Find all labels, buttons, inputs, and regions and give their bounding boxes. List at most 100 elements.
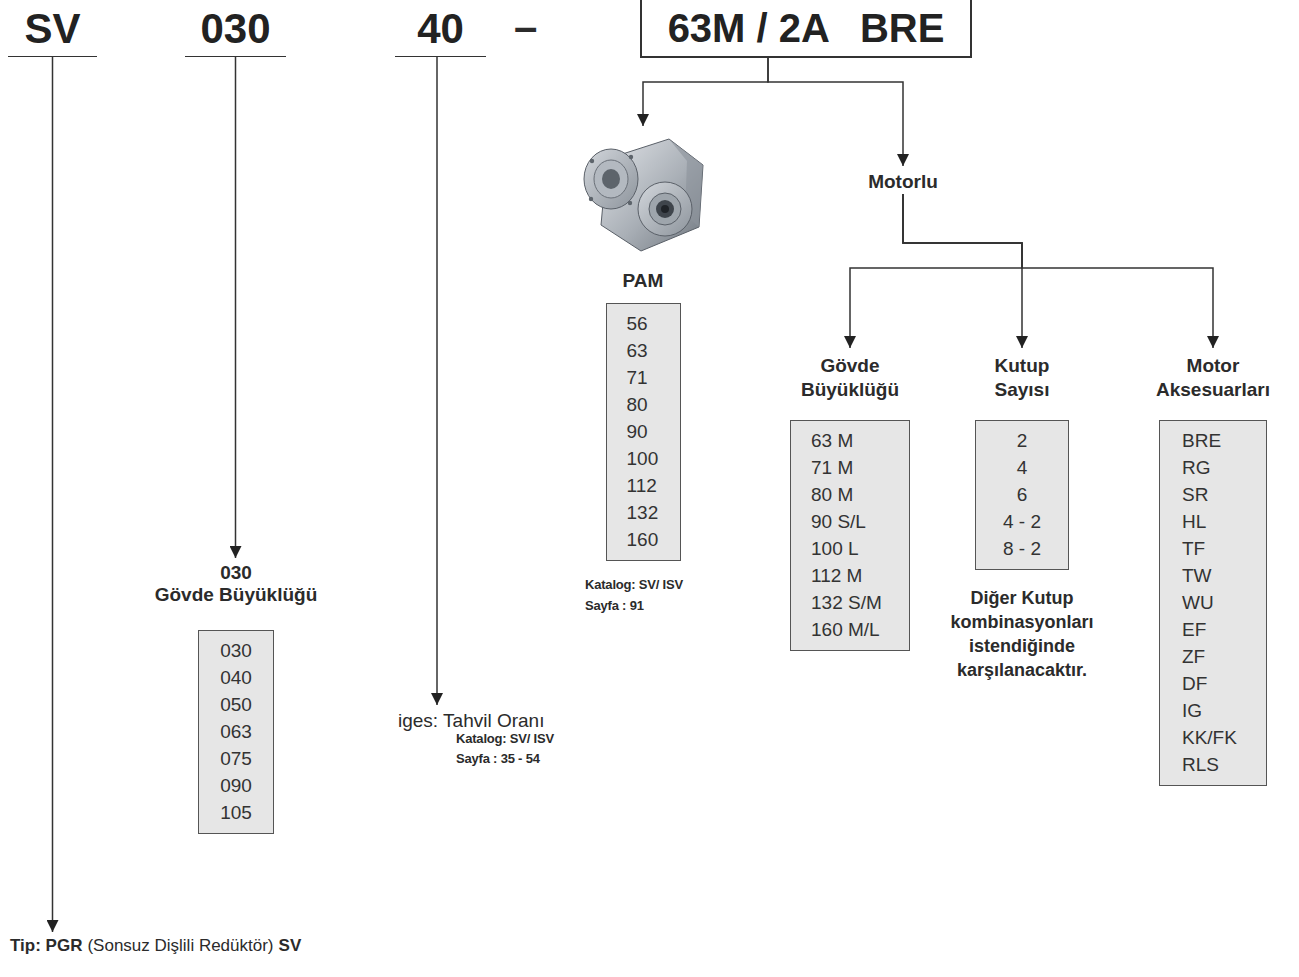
arrow-connector [903,194,1022,348]
list-item: 112 M [811,562,897,589]
code-segment: 030 [200,4,270,54]
node-text: SV [279,934,302,958]
list-item: IG [1182,697,1254,724]
motor-code-box: 63M / 2ABRE [640,0,972,58]
arrow-connector [643,58,768,126]
motor-accessory-list: Motor AksesuarlarıBRERGSRHLTFTWWUEFZFDFI… [1138,350,1288,786]
type-label: Tip: PGR(Sonsuz Dişlili Redüktör)SV [10,934,306,958]
arrow-connector [52,57,54,932]
output-bore [656,200,674,218]
list-item: DF [1182,670,1254,697]
list-item: 132 [627,499,668,526]
list-item: 4 - 2 [988,508,1056,535]
list-item: KK/FK [1182,724,1254,751]
list-item: 56 [627,310,668,337]
list-item: SR [1182,481,1254,508]
list-box: 2464 - 28 - 2 [975,420,1069,570]
code-segment: 40 [417,4,464,54]
branch-label: Motorlu [853,168,953,194]
list-item: EF [1182,616,1254,643]
list-item: 160 M/L [811,616,897,643]
list-item: WU [1182,589,1254,616]
list-heading: PAM [573,269,713,293]
bolt-hole [629,155,633,159]
node-text: iges: Tahvil Oranı [398,709,544,733]
gearbox-size-list: 030Gövde Büyüklüğü030040050063075090105 [141,560,331,834]
list-item: 075 [211,745,261,772]
list-item: 71 M [811,454,897,481]
output-flange [638,182,692,236]
list-item: 030 [211,637,261,664]
input-flange-ring [594,160,628,198]
type-code: SV [8,0,97,57]
pam-size-list: PAM 5663718090100112132160 [573,128,713,561]
node-text: BRE [860,6,944,51]
catalog-ref: Katalog: SV/ ISV [456,730,554,748]
list-heading: Gövde Büyüklüğü [801,354,899,402]
arrow-connector [903,194,1213,348]
list-item: BRE [1182,427,1254,454]
list-heading: Gövde Büyüklüğü [141,584,331,606]
list-item: 63 M [811,427,897,454]
node-text: Motorlu [853,170,953,194]
page-ref: Sayfa : 91 [585,597,644,615]
catalog-ref: Katalog: SV/ ISV [585,576,683,594]
list-item: 71 [627,364,668,391]
list-heading: Motor Aksesuarları [1156,354,1270,402]
list-item: 8 - 2 [988,535,1056,562]
list-item: 63 [627,337,668,364]
list-item: 100 [627,445,668,472]
list-item: 6 [988,481,1056,508]
list-item: TF [1182,535,1254,562]
list-item: 063 [211,718,261,745]
note-text: Diğer Kutup kombinasyonları istendiğinde… [942,586,1102,682]
size-code: 030 [185,0,286,57]
list-item: 112 [627,472,668,499]
arrow-connector [436,57,438,705]
bolt-hole [589,197,593,201]
separator-dash: – [514,0,537,54]
list-item: RG [1182,454,1254,481]
list-item: ZF [1182,643,1254,670]
input-flange [584,149,638,209]
code-segment: SV [24,4,80,54]
list-heading: Kutup Sayısı [995,354,1050,402]
list-heading: 030 [141,562,331,584]
arrow-connector [850,194,1022,348]
bolt-hole [628,201,632,205]
list-item: 105 [211,799,261,826]
gearbox-illustration [577,131,713,259]
page-ref: Sayfa : 35 - 54 [456,750,540,768]
list-item: 90 [627,418,668,445]
list-item: 80 [627,391,668,418]
list-item: RLS [1182,751,1254,778]
list-box: 63 M71 M80 M90 S/L100 L112 M132 S/M160 M… [790,420,910,651]
list-item: 4 [988,454,1056,481]
list-item: 160 [627,526,668,553]
output-ring [649,193,681,225]
ratio-code: 40 [395,0,486,57]
list-item: 90 S/L [811,508,897,535]
input-bore [602,169,620,189]
list-item: 040 [211,664,261,691]
list-box: BRERGSRHLTFTWWUEFZFDFIGKK/FKRLS [1159,420,1267,786]
node-text: (Sonsuz Dişlili Redüktör) [87,934,273,958]
bolt-hole [590,159,594,163]
list-box: 5663718090100112132160 [606,303,681,561]
motor-frame-list: Gövde Büyüklüğü 63 M71 M80 M90 S/L100 L11… [780,350,920,651]
node-text: Tip: PGR [10,934,82,958]
list-box: 030040050063075090105 [198,630,274,834]
arrow-connector [235,57,237,558]
pole-count-list: Kutup Sayısı 2464 - 28 - 2 [962,350,1082,570]
ratio-label: iges: Tahvil Oranı [398,707,544,733]
list-item: 100 L [811,535,897,562]
list-item: HL [1182,508,1254,535]
list-item: 80 M [811,481,897,508]
output-shaft-hole [661,205,669,213]
list-item: 050 [211,691,261,718]
list-item: 132 S/M [811,589,897,616]
list-item: 2 [988,427,1056,454]
